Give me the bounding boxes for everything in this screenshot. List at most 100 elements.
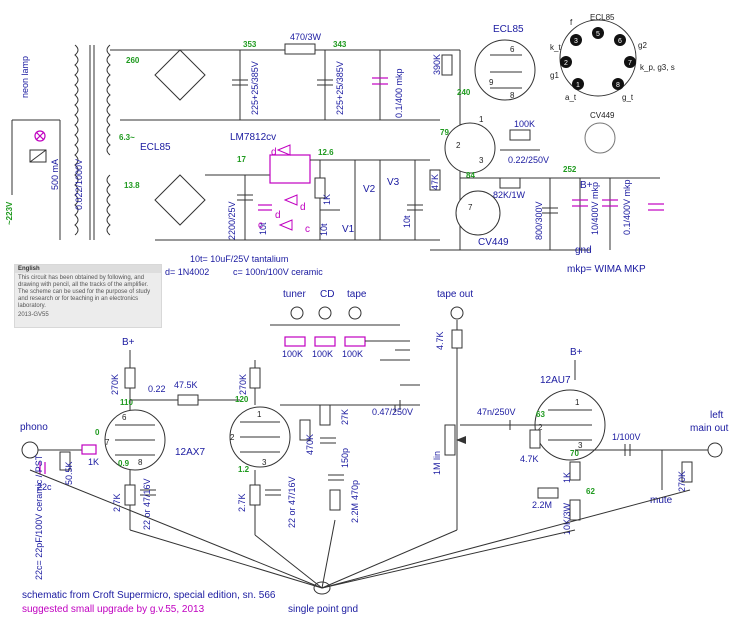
c022-coupling-label: 0.22: [148, 384, 166, 394]
v1-2-label: 1.2: [238, 465, 250, 474]
upgrade-caption: suggested small upgrade by g.v.55, 2013: [22, 604, 205, 615]
hv-bridge-icon: [154, 49, 206, 101]
pin-6-dot: [614, 34, 626, 46]
c47n-label: 47n/250V: [477, 407, 516, 417]
main-out-label-1: left: [710, 410, 724, 421]
r27k-phono-label: 2.7K: [112, 493, 122, 512]
r100k-tuner-label: 100K: [282, 349, 303, 359]
regulator-icon: [269, 154, 311, 184]
r47k-buffer: [529, 429, 541, 449]
v353-label: 353: [243, 40, 257, 49]
tape-out-jack-icon: [450, 306, 464, 320]
pin-6-label: 6: [510, 45, 515, 54]
v3-label: V3: [387, 177, 400, 188]
tape-label: tape: [347, 289, 367, 300]
r47k-tape-label: 4.7K: [435, 331, 445, 350]
volume-pot: [444, 424, 456, 456]
heater-ac-voltage: 6.3~: [119, 133, 135, 142]
legend-diode: d= 1N4002: [165, 267, 209, 277]
pin-3l-label: 3: [262, 458, 267, 467]
phono-stage: phono 22c 50.5K 1K 0 6 7 8 B+ 270K 110 0…: [20, 337, 240, 580]
phono-bplus: B+: [122, 337, 135, 348]
c10t-b-label: 10t: [319, 223, 329, 236]
r270k-line: [249, 367, 261, 389]
r100k-tape-label: 100K: [342, 349, 363, 359]
cap-c-a-label: c: [258, 220, 263, 231]
pin-7-dot: [624, 56, 636, 68]
transformer-hv-icon: [106, 44, 111, 126]
mkp-caption: mkp= WIMA MKP: [567, 264, 646, 275]
c10t-a-label: 10t: [258, 222, 268, 235]
tuner-jack-icon: [290, 306, 304, 320]
lv-bridge-icon: [154, 174, 206, 226]
r22m-buffer: [537, 487, 559, 499]
buffer-tube-label: 12AU7: [540, 375, 571, 386]
main-out-label-2: main out: [690, 423, 729, 434]
cd-label: CD: [320, 289, 334, 300]
pin-7-label: 7: [468, 203, 473, 212]
r27k-fb: [319, 404, 331, 426]
r10k-3w: [569, 499, 581, 521]
note-panel: English This circuit has been obtained b…: [14, 264, 162, 328]
tuner-label: tuner: [283, 289, 306, 300]
c1-100v-label: 1/100V: [612, 432, 641, 442]
c22or47-line-label: 22 or 47/16V: [287, 476, 297, 528]
transformer-lv-icon: [106, 174, 111, 236]
c10t-c-label: 10t: [402, 215, 412, 228]
ground-star: single point gnd: [29, 469, 691, 615]
r47k-tape: [451, 329, 463, 349]
c150p-label: 150p: [340, 448, 350, 468]
r22m-line-label: 2.2M: [350, 503, 360, 523]
r100k-fb-label: 100K: [514, 119, 535, 129]
transformer-heater-icon: [106, 124, 111, 156]
pinout-cv449-label: CV449: [590, 111, 615, 120]
c225-a-label: 225+25/385V: [250, 61, 260, 115]
r100k-tuner: [284, 336, 306, 347]
hv-ac-voltage: 260: [126, 56, 140, 65]
pin-3-label: 3: [479, 156, 484, 165]
c01-mkp-label: 0.1/400V mkp: [622, 179, 632, 235]
cv449-socket-icon: [584, 122, 616, 154]
main-out-jack-icon: [707, 442, 723, 458]
pin-label-g2: g2: [638, 41, 647, 50]
r470-label: 470/3W: [290, 32, 322, 42]
r470k-line-label: 470K: [305, 434, 315, 455]
r270k-out: [681, 461, 693, 483]
fuse-label: 500 mA: [50, 159, 60, 190]
r470-3w: [284, 43, 316, 55]
pin-1-label: 1: [479, 115, 484, 124]
schematic-source-caption: schematic from Croft Supermicro, special…: [22, 590, 276, 601]
c225-b-label: 225+25/385V: [335, 61, 345, 115]
mains-voltage: ~223V: [5, 201, 14, 225]
r27k-fb-label: 27K: [340, 409, 350, 425]
v84-label: 84: [466, 171, 475, 180]
r1k-buffer-label: 1K: [562, 472, 572, 483]
v17-label: 17: [237, 155, 246, 164]
v63-label: 63: [536, 410, 545, 419]
svg-text:3: 3: [574, 38, 578, 45]
r475k-label: 47.5K: [174, 380, 198, 390]
r1k-ps: [314, 177, 326, 199]
r100k-cd-label: 100K: [312, 349, 333, 359]
pin-2-label: 2: [456, 141, 461, 150]
r27k-line-label: 2.7K: [237, 493, 247, 512]
pin-1l-label: 1: [257, 410, 262, 419]
pin-3b-label: 3: [578, 441, 583, 450]
v252-label: 252: [563, 165, 577, 174]
svg-text:7: 7: [628, 60, 632, 67]
ecl85-pinout: ECL85 5 6 7 8 1 2 3 f g2 k_p, g3, s g_t …: [550, 13, 675, 154]
c800-label: 800/300V: [534, 201, 544, 240]
r505k: [59, 451, 71, 471]
ecl85-pentode-label: ECL85: [493, 24, 524, 35]
heater-ecl85-label: ECL85: [140, 142, 171, 153]
buffer-bplus: B+: [570, 347, 583, 358]
ecl85-triode-tube: [444, 122, 496, 174]
bplus-os-label: B+: [580, 180, 593, 191]
pin-label-kp: k_p, g3, s: [640, 63, 675, 72]
v343-label: 343: [333, 40, 347, 49]
r82k-1w: [499, 177, 521, 189]
power-supply: neon lamp ~223V 500 mA 0.022/1000V 260 6…: [5, 32, 460, 277]
line-tube-label: 12AX7: [175, 447, 205, 458]
r47k-buffer-label: 4.7K: [520, 454, 539, 464]
v12-6-label: 12.6: [318, 148, 334, 157]
